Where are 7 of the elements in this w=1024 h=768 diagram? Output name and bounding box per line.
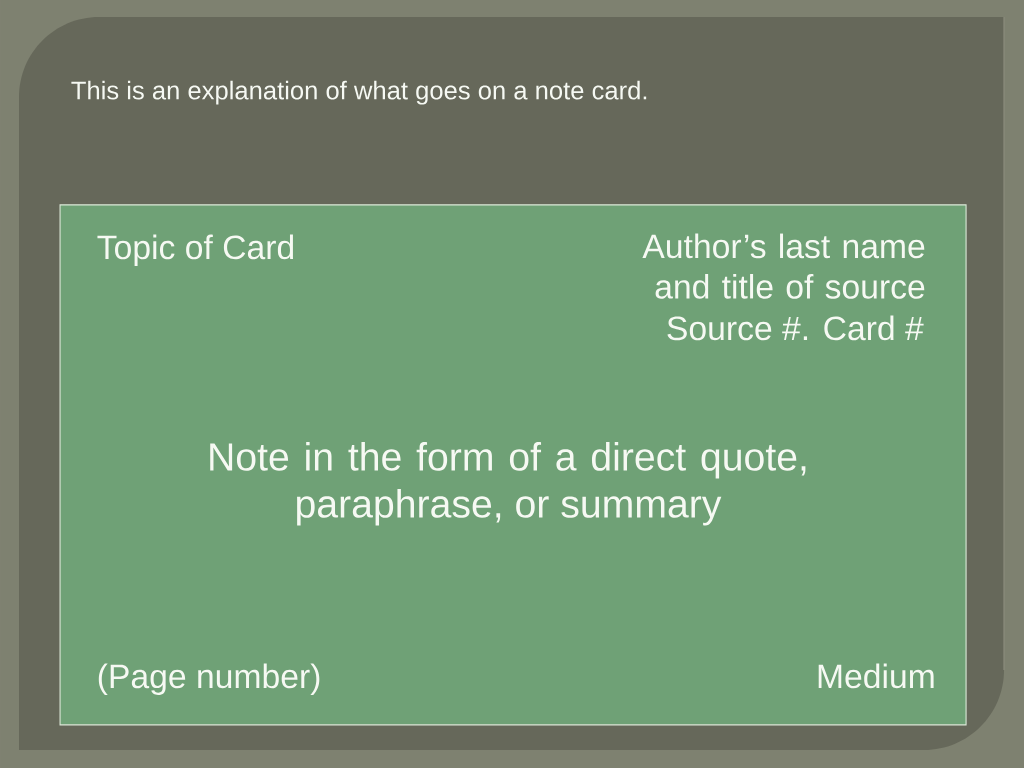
medium-label: Medium: [818, 663, 934, 689]
source-number: Source #. Card #: [667, 315, 924, 341]
page-number: (Page number): [98, 663, 320, 695]
note-text: Note in the form of a direct quote, paraphrase, or summary: [210, 442, 806, 526]
heading: This is an explanation of what goes on a note card.: [71, 80, 647, 105]
source-info: Author’s last name and title of source: [642, 233, 925, 299]
topic-label: Topic of Card: [97, 234, 294, 266]
